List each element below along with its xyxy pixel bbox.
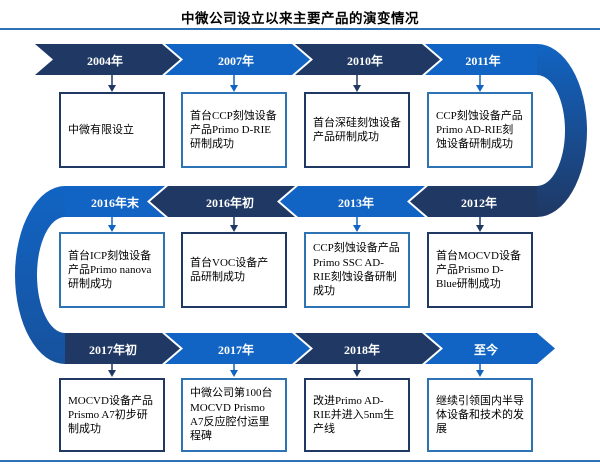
timeline-chevron-2016-late (65, 186, 165, 217)
connector-r3c4 (476, 364, 484, 377)
connector-r1c4 (476, 75, 484, 92)
milestone-box-2007: 首台CCP刻蚀设备产品Primo D-RIE研制成功 (181, 92, 287, 168)
arrowhead-icon (476, 370, 484, 377)
milestone-box-2018: 改进Primo AD-RIE并进入5nm生产线 (304, 378, 410, 452)
connector-r2c4 (476, 217, 484, 232)
arrowhead-icon (230, 225, 238, 232)
milestone-text: CCP刻蚀设备产品Primo AD-RIE刻蚀设备研制成功 (436, 109, 523, 151)
year-label-2016-early: 2016年初 (205, 196, 255, 210)
timeline-chevron-2017 (165, 333, 310, 364)
milestone-text: MOCVD设备产品Prismo A7初步研制成功 (68, 394, 153, 436)
year-label-now: 至今 (473, 343, 499, 357)
milestone-text: 继续引领国内半导体设备和技术的发展 (436, 394, 524, 436)
figure-title: 中微公司设立以来主要产品的演变情况 (181, 11, 419, 26)
milestone-text: CCP刻蚀设备产品Primo SSC AD-RIE刻蚀设备研制成功 (313, 242, 400, 298)
milestone-box-2016-early: 首台VOC设备产品研制成功 (181, 232, 287, 308)
arrowhead-icon (476, 85, 484, 92)
milestone-box-2011: CCP刻蚀设备产品Primo AD-RIE刻蚀设备研制成功 (427, 92, 533, 168)
connector-r2c1 (108, 217, 116, 232)
timeline-chevron-2013 (280, 186, 425, 217)
timeline-chevron-2012 (410, 186, 537, 217)
arrowhead-icon (230, 85, 238, 92)
arrowhead-icon (353, 225, 361, 232)
arrowhead-icon (353, 370, 361, 377)
connector-r1c3 (353, 75, 361, 92)
year-label-2016-late: 2016年末 (90, 196, 140, 210)
timeline-chevron-2017-early (65, 333, 180, 364)
milestone-text: 中微公司第100台MOCVD Prismo A7反应腔付运里程碑 (190, 387, 273, 443)
timeline-chevron-2016-early (150, 186, 295, 217)
year-label-2010: 2010年 (346, 54, 384, 68)
milestone-text: 中微有限设立 (68, 123, 134, 136)
arrowhead-icon (108, 225, 116, 232)
year-label-2017-early: 2017年初 (88, 343, 138, 357)
connector-r3c2 (230, 364, 238, 377)
milestone-box-2010: 首台深硅刻蚀设备产品研制成功 (304, 92, 410, 168)
arrowhead-icon (353, 85, 361, 92)
milestone-box-2004: 中微有限设立 (59, 92, 165, 168)
uturn-left-band (15, 186, 65, 364)
arrowhead-icon (476, 225, 484, 232)
milestone-text: 首台深硅刻蚀设备产品研制成功 (313, 116, 401, 143)
connector-r3c3 (353, 364, 361, 377)
year-label-2013: 2013年 (337, 196, 375, 210)
timeline-chevron-2007 (165, 44, 310, 75)
milestone-box-2013: CCP刻蚀设备产品Primo SSC AD-RIE刻蚀设备研制成功 (304, 232, 410, 308)
arrowhead-icon (108, 370, 116, 377)
milestone-text: 首台VOC设备产品研制成功 (190, 256, 269, 283)
connector-r2c3 (353, 217, 361, 232)
timeline-chevron-now (425, 333, 555, 364)
milestone-text: 改进Primo AD-RIE并进入5nm生产线 (313, 394, 395, 436)
milestone-box-2017: 中微公司第100台MOCVD Prismo A7反应腔付运里程碑 (181, 378, 287, 452)
timeline-chevron-2010 (295, 44, 440, 75)
milestone-text: 首台MOCVD设备产品Prismo D-Blue研制成功 (436, 249, 521, 291)
milestone-box-2012: 首台MOCVD设备产品Prismo D-Blue研制成功 (427, 232, 533, 308)
year-label-2007: 2007年 (217, 54, 255, 68)
year-label-2004: 2004年 (86, 54, 124, 68)
milestone-text: 首台ICP刻蚀设备产品Primo nanova研制成功 (68, 249, 152, 291)
year-label-2011: 2011年 (465, 54, 501, 68)
uturn-right-band (537, 44, 587, 217)
milestone-box-now: 继续引领国内半导体设备和技术的发展 (427, 378, 533, 452)
arrowhead-icon (108, 85, 116, 92)
connector-r1c1 (108, 75, 116, 92)
year-label-2017: 2017年 (217, 343, 255, 357)
timeline-chevron-2011 (425, 44, 537, 75)
connector-r1c2 (230, 75, 238, 92)
connector-r2c2 (230, 217, 238, 232)
connector-r3c1 (108, 364, 116, 377)
timeline-chevron-2018 (295, 333, 440, 364)
arrowhead-icon (230, 370, 238, 377)
milestone-box-2016-late: 首台ICP刻蚀设备产品Primo nanova研制成功 (59, 232, 165, 308)
year-label-2018: 2018年 (343, 343, 381, 357)
year-label-2012: 2012年 (460, 196, 498, 210)
milestone-text: 首台CCP刻蚀设备产品Primo D-RIE研制成功 (190, 109, 277, 151)
milestone-box-2017-early: MOCVD设备产品Prismo A7初步研制成功 (59, 378, 165, 452)
timeline-chevron-2004 (35, 44, 180, 75)
